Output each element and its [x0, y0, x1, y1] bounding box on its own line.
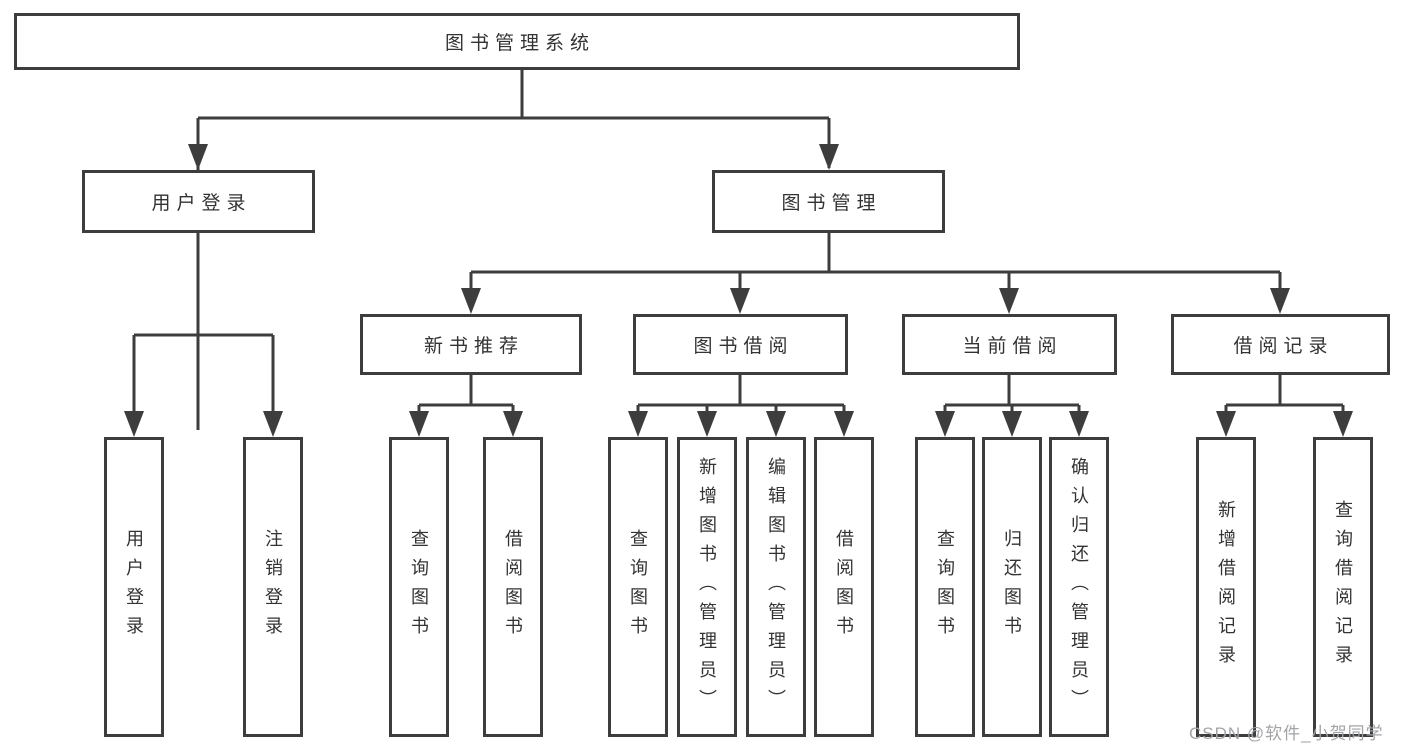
arrowhead-icon [503, 411, 523, 437]
arrowhead-icon [834, 411, 854, 437]
node-user-login: 用户登录 [82, 170, 315, 233]
arrowhead-icon [409, 411, 429, 437]
arrowhead-icon [766, 411, 786, 437]
arrowhead-icon [999, 288, 1019, 314]
arrowhead-icon [935, 411, 955, 437]
leaf-query-books-current: 查询图书 [915, 437, 975, 737]
leaf-user-login: 用户登录 [104, 437, 164, 737]
node-borrowing-records: 借阅记录 [1171, 314, 1390, 375]
arrowhead-icon [819, 144, 839, 170]
arrowhead-icon [1333, 411, 1353, 437]
node-book-borrowing: 图书借阅 [633, 314, 848, 375]
leaf-query-borrow-record: 查询借阅记录 [1313, 437, 1373, 737]
arrowhead-icon [124, 411, 144, 437]
leaf-add-borrow-record: 新增借阅记录 [1196, 437, 1256, 737]
leaf-return-book: 归还图书 [982, 437, 1042, 737]
arrowhead-icon [461, 288, 481, 314]
arrowhead-icon [1216, 411, 1236, 437]
arrowhead-icon [1270, 288, 1290, 314]
node-book-management: 图书管理 [712, 170, 945, 233]
node-library-management-system: 图书管理系统 [14, 13, 1020, 70]
leaf-borrow-books-recommend: 借阅图书 [483, 437, 543, 737]
arrowhead-icon [1069, 411, 1089, 437]
leaf-borrow-books: 借阅图书 [814, 437, 874, 737]
arrowhead-icon [628, 411, 648, 437]
leaf-query-books-borrow: 查询图书 [608, 437, 668, 737]
arrowhead-icon [1002, 411, 1022, 437]
leaf-confirm-return-admin: 确认归还（管理员） [1049, 437, 1109, 737]
node-current-borrowing: 当前借阅 [902, 314, 1117, 375]
node-new-book-recommendation: 新书推荐 [360, 314, 582, 375]
arrowhead-icon [263, 411, 283, 437]
leaf-query-books-recommend: 查询图书 [389, 437, 449, 737]
csdn-watermark: CSDN @软件_小贺同学 [1189, 724, 1384, 743]
leaf-edit-book-admin: 编辑图书（管理员） [746, 437, 806, 737]
arrowhead-icon [188, 144, 208, 170]
arrowhead-icon [730, 288, 750, 314]
arrowhead-icon [697, 411, 717, 437]
leaf-logout: 注销登录 [243, 437, 303, 737]
leaf-add-book-admin: 新增图书（管理员） [677, 437, 737, 737]
